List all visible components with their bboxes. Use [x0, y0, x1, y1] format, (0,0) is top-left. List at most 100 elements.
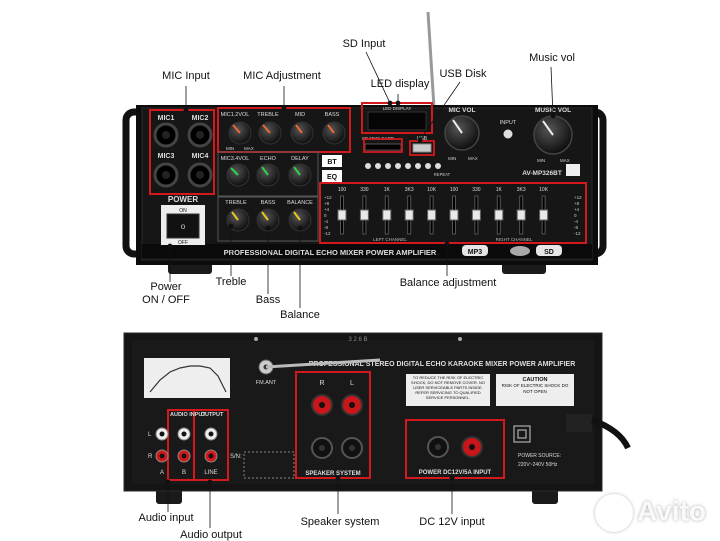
sn-label: S/N:	[230, 454, 242, 460]
sd-card-slot[interactable]	[364, 143, 402, 151]
player-button-1[interactable]	[365, 163, 371, 169]
repeat-label: REPEAT	[434, 172, 451, 177]
callout-mic-adjustment: MIC Adjustment	[243, 70, 321, 82]
callout-audio-output: Audio output	[180, 529, 242, 541]
eq-slider-handle[interactable]	[404, 209, 414, 221]
bass-knob[interactable]	[256, 208, 280, 232]
rca-input-b-right[interactable]	[177, 449, 191, 463]
player-button-3[interactable]	[385, 163, 391, 169]
mic3-jack[interactable]	[153, 162, 179, 188]
eq-freq-label: 1K	[496, 187, 503, 193]
callout-speaker-system: Speaker system	[300, 516, 380, 528]
eq-slider-handle[interactable]	[359, 209, 369, 221]
mic2-label: MIC2	[192, 115, 209, 122]
player-button-6[interactable]	[415, 163, 421, 169]
front-panel: PROFESSIONAL DIGITAL ECHO MIXER POWER AM…	[122, 11, 607, 274]
power-switch-block: POWER ON o OFF	[161, 195, 205, 246]
speaker-system-block: R L SPEAKER SYSTEM	[295, 371, 371, 479]
rca-output-right[interactable]	[204, 449, 218, 463]
led-display-label: LED DISPLAY	[383, 106, 412, 111]
eq-scale-label: -8	[574, 225, 578, 230]
mic12-vol-knob[interactable]	[228, 121, 252, 145]
power-label: POWER	[168, 195, 198, 204]
player-button-2[interactable]	[375, 163, 381, 169]
callout-sd-input: SD Input	[342, 38, 386, 50]
fm-antenna-connector[interactable]	[258, 358, 381, 375]
avito-logo-icon	[595, 494, 634, 532]
frequency-response-graph	[144, 358, 230, 398]
power-source-block: POWER SOURCE: 220V~240V 50Hz	[513, 425, 561, 468]
echo-knob[interactable]	[256, 163, 280, 187]
callout-power-on-off: Power ON / OFF	[142, 281, 190, 307]
speaker-terminal-l-plus[interactable]	[341, 394, 363, 416]
eq-freq-label: 3K3	[517, 187, 526, 193]
mic-treble-knob[interactable]	[258, 121, 282, 145]
music-vol-knob[interactable]	[533, 115, 573, 155]
svg-text:MAX: MAX	[560, 158, 570, 163]
eq-slider-handle[interactable]	[471, 209, 481, 221]
input-block: INPUT	[500, 120, 517, 139]
callout-balance: Balance	[280, 309, 320, 321]
callout-treble: Treble	[215, 276, 247, 288]
rca-input-a-left[interactable]	[155, 427, 169, 441]
eq-freq-label: 330	[472, 187, 481, 193]
callout-mic-input: MIC Input	[162, 70, 210, 82]
eq-slider-handle[interactable]	[449, 209, 459, 221]
mic1-label: MIC1	[158, 115, 175, 122]
rca-input-a-right[interactable]	[155, 449, 169, 463]
svg-text:o: o	[181, 222, 186, 231]
usb-port[interactable]	[412, 143, 432, 153]
mic-vol-knob[interactable]	[444, 115, 480, 151]
sd-badge: SD	[544, 249, 554, 256]
knob-label-treble1: TREBLE	[257, 112, 279, 118]
mic-adjustment-block: MIC1.2VOL TREBLE MID BASS MIN MAX	[217, 107, 351, 153]
watermark-text: Avito	[637, 495, 706, 527]
model-label: AV-MP326BT	[522, 170, 562, 177]
eq-scale-label: +12	[574, 195, 582, 200]
eq-slider-handle[interactable]	[382, 209, 392, 221]
speaker-terminal-r-minus[interactable]	[311, 437, 333, 459]
mic1-jack[interactable]	[153, 122, 179, 148]
speaker-l-label: L	[350, 380, 354, 387]
player-button-5[interactable]	[405, 163, 411, 169]
player-buttons: REPEAT	[365, 163, 451, 177]
mic34-vol-knob[interactable]	[226, 163, 250, 187]
player-button-7[interactable]	[425, 163, 431, 169]
io-r-label: R	[148, 454, 153, 460]
eq-freq-label: 10K	[539, 187, 549, 193]
delay-knob[interactable]	[288, 163, 312, 187]
dc-terminal-plus[interactable]	[461, 436, 483, 458]
dc-terminal-minus[interactable]	[427, 436, 449, 458]
eq-badge: EQ	[327, 174, 338, 181]
tone-block: TREBLE BASS BALANCE	[217, 196, 319, 242]
speaker-terminal-l-minus[interactable]	[341, 437, 363, 459]
bt-badge: BT	[327, 159, 337, 166]
eq-slider-handle[interactable]	[337, 209, 347, 221]
max-label: MAX	[244, 146, 254, 151]
callout-usb-disk: USB Disk	[439, 68, 487, 80]
eq-slider-handle[interactable]	[539, 209, 549, 221]
mic2-jack[interactable]	[187, 122, 213, 148]
eq-slider-handle[interactable]	[494, 209, 504, 221]
power-source-value: 220V~240V 50Hz	[518, 462, 558, 468]
mic-mid-knob[interactable]	[290, 121, 314, 145]
rca-output-left[interactable]	[204, 427, 218, 441]
player-button-4[interactable]	[395, 163, 401, 169]
rca-input-b-left[interactable]	[177, 427, 191, 441]
input-button[interactable]	[503, 129, 513, 139]
mic4-jack[interactable]	[187, 162, 213, 188]
power-switch[interactable]	[166, 213, 200, 239]
eq-freq-label: 10K	[427, 187, 437, 193]
input-label: INPUT	[500, 120, 517, 126]
eq-slider-handle[interactable]	[427, 209, 437, 221]
repeat-button[interactable]	[435, 163, 441, 169]
eq-scale-label: 0	[324, 213, 327, 218]
mic-bass-knob[interactable]	[322, 121, 346, 145]
power-cord	[566, 414, 631, 450]
front-bottom-text: PROFESSIONAL DIGITAL ECHO MIXER POWER AM…	[224, 248, 437, 257]
eq-slider-handle[interactable]	[516, 209, 526, 221]
usb-label: USB	[417, 136, 428, 142]
speaker-terminal-r-plus[interactable]	[311, 394, 333, 416]
knob-label-echo: ECHO	[260, 156, 277, 162]
caution-title: CAUTION	[522, 377, 547, 383]
